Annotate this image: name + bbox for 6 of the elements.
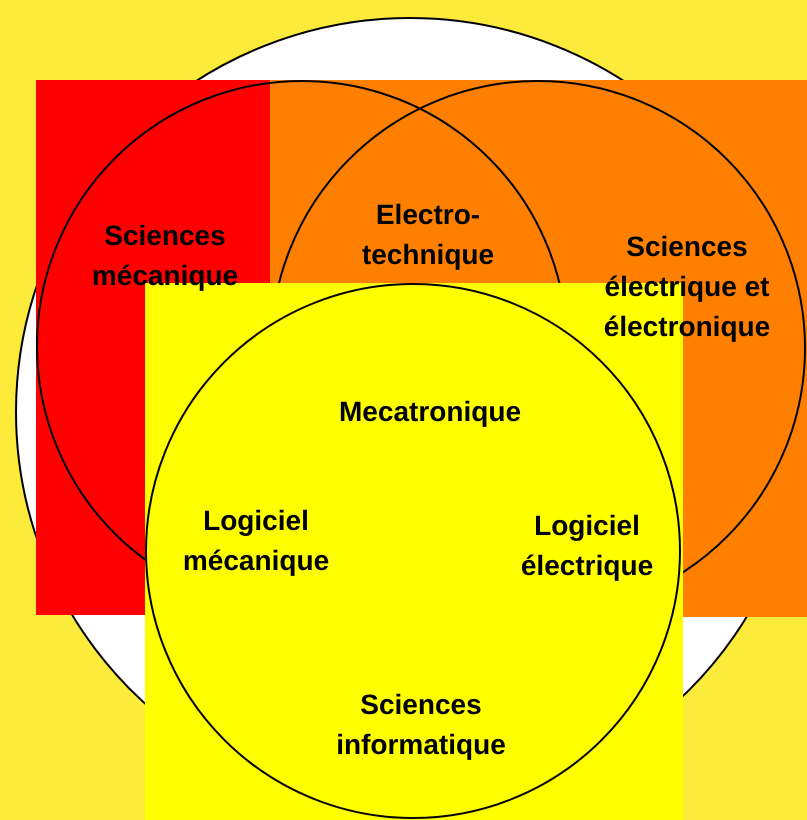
region-label: Sciences électrique et électronique <box>602 230 772 344</box>
region-label: Electro-technique <box>360 198 496 272</box>
region-label: Mecatronique <box>338 395 522 429</box>
region-label: Logiciel mécanique <box>182 504 330 578</box>
region-label: Logiciel électrique <box>520 509 654 583</box>
region-label: Sciences informatique <box>335 688 507 762</box>
